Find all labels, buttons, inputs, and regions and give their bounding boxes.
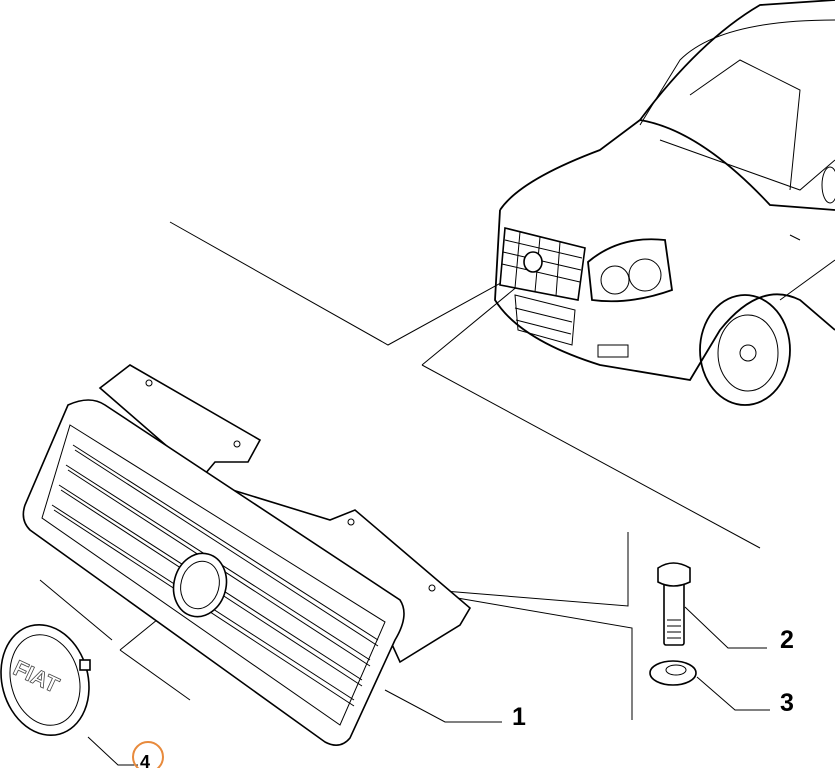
washer-part	[649, 660, 770, 711]
grille-part	[22, 364, 502, 746]
bolt-part	[657, 562, 767, 649]
callout-4-highlight-circle	[132, 741, 164, 768]
fiat-emblem-part: FIAT	[0, 623, 138, 766]
guide-lines	[39, 221, 761, 720]
vehicle-illustration	[494, 0, 835, 406]
callout-1[interactable]: 1	[512, 703, 526, 731]
callout-2[interactable]: 2	[780, 626, 794, 654]
callout-4[interactable]: 4	[140, 752, 150, 768]
callout-3[interactable]: 3	[780, 689, 794, 717]
